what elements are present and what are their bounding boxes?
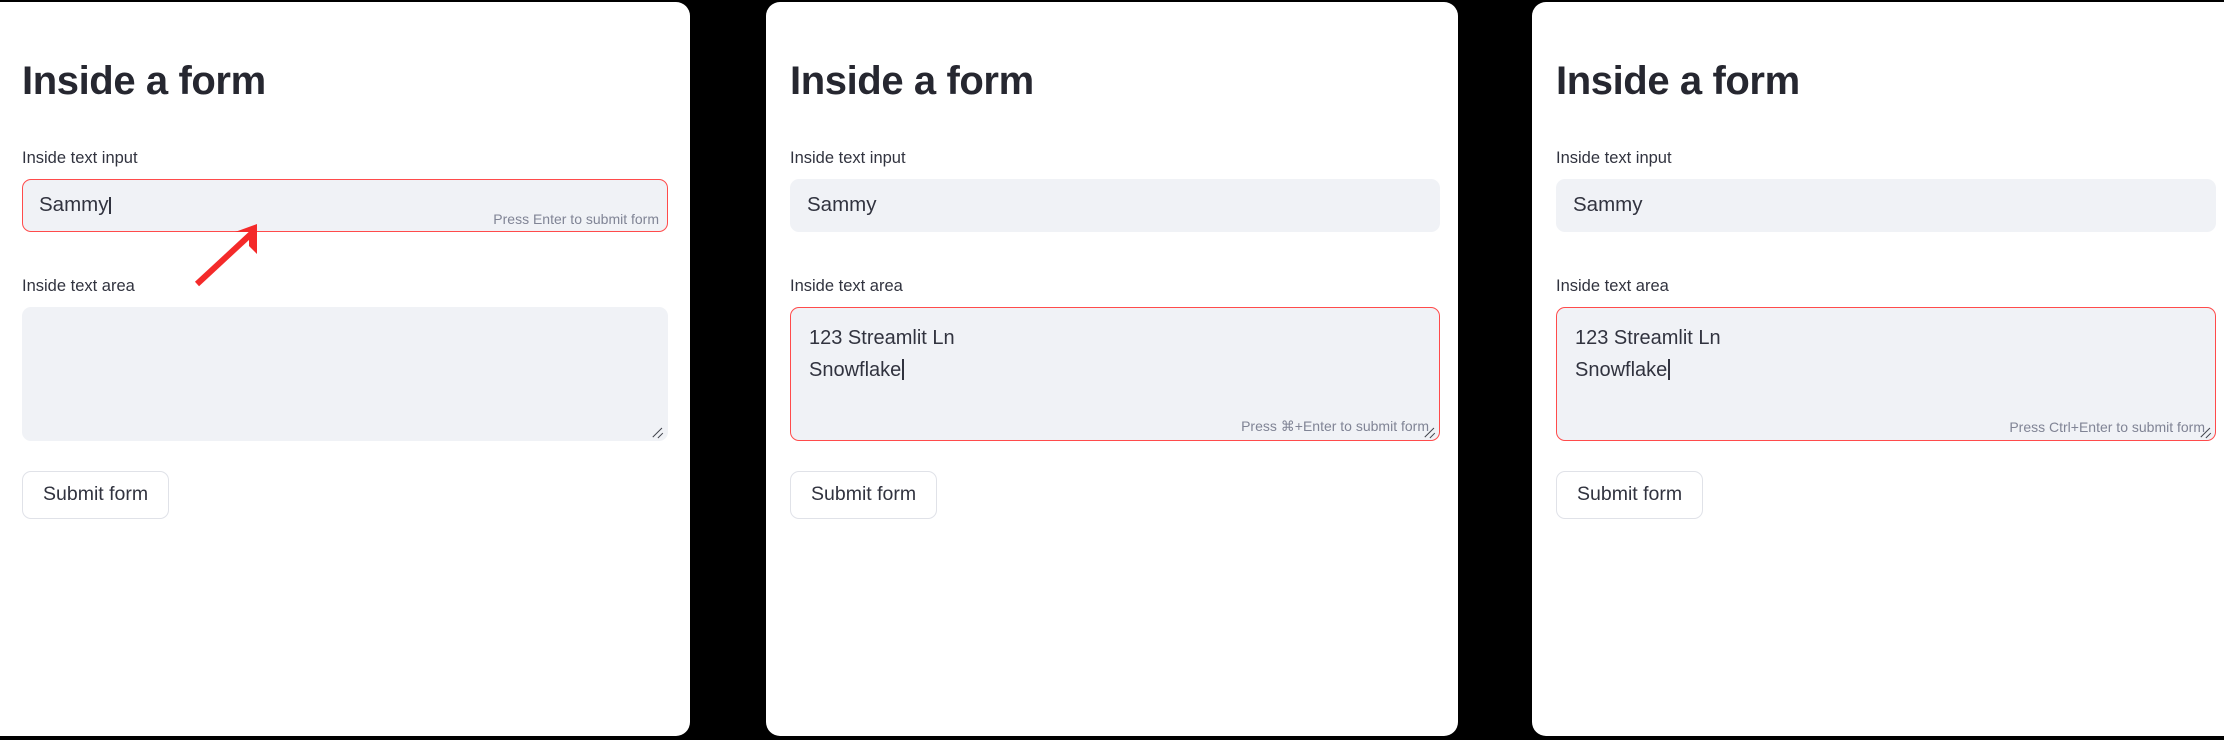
text-area-label: Inside text area <box>1556 276 1669 295</box>
text-area-label: Inside text area <box>790 276 903 295</box>
submit-row: Submit form <box>1556 470 2216 519</box>
resize-grabber-icon[interactable] <box>650 424 664 439</box>
text-area-value: 123 Streamlit Ln Snowflake <box>1575 322 2199 386</box>
submit-row: Submit form <box>790 470 1440 519</box>
text-area-line: 123 Streamlit Ln <box>809 326 955 349</box>
text-area-label: Inside text area <box>22 276 135 295</box>
resize-grabber-icon[interactable] <box>2198 424 2212 439</box>
text-area[interactable]: 123 Streamlit Ln Snowflake Press Ctrl+Ent… <box>1556 306 2216 441</box>
text-input[interactable]: Sammy Press Enter to submit form <box>22 178 668 232</box>
text-cursor <box>902 358 905 380</box>
text-area-line: Snowflake <box>1575 354 2199 386</box>
text-area-value: 123 Streamlit Ln Snowflake <box>809 322 1423 386</box>
text-input[interactable]: Sammy <box>1556 178 2216 232</box>
text-area-line: Snowflake <box>809 354 1423 386</box>
form-card-3: Inside a form Inside text input Sammy In… <box>1532 2 2224 736</box>
submit-form-button[interactable]: Submit form <box>22 470 170 519</box>
text-input-label: Inside text input <box>790 149 906 167</box>
text-area-line: 123 Streamlit Ln <box>1575 326 1721 349</box>
form-card-2: Inside a form Inside text input Sammy In… <box>766 2 1458 736</box>
form-card-2-content: Inside a form Inside text input Sammy In… <box>766 2 1458 736</box>
page-title: Inside a form <box>790 59 1034 103</box>
text-input[interactable]: Sammy <box>790 178 1440 232</box>
page-title: Inside a form <box>1556 59 1800 103</box>
text-input-value: Sammy <box>39 193 109 217</box>
form-card-1-content: Inside a form Inside text input Sammy Pr… <box>0 2 690 736</box>
text-area[interactable] <box>22 306 668 441</box>
resize-grabber-icon[interactable] <box>1422 424 1436 439</box>
submit-form-button[interactable]: Submit form <box>790 470 938 519</box>
text-cursor <box>1668 358 1671 380</box>
submit-form-button[interactable]: Submit form <box>1556 470 1704 519</box>
text-area-submit-hint: Press ⌘+Enter to submit form <box>1241 417 1429 434</box>
text-cursor <box>109 196 112 214</box>
text-input-label: Inside text input <box>1556 149 1672 167</box>
page-title: Inside a form <box>22 59 266 103</box>
text-input-value: Sammy <box>1573 193 1643 217</box>
text-area-submit-hint: Press Ctrl+Enter to submit form <box>2009 418 2205 435</box>
text-input-label: Inside text input <box>22 149 138 167</box>
form-card-3-content: Inside a form Inside text input Sammy In… <box>1532 2 2224 736</box>
submit-row: Submit form <box>22 470 668 519</box>
form-card-1: Inside a form Inside text input Sammy Pr… <box>0 2 690 736</box>
text-input-value: Sammy <box>807 193 877 217</box>
text-area[interactable]: 123 Streamlit Ln Snowflake Press ⌘+Enter … <box>790 306 1440 441</box>
text-input-submit-hint: Press Enter to submit form <box>493 210 659 227</box>
